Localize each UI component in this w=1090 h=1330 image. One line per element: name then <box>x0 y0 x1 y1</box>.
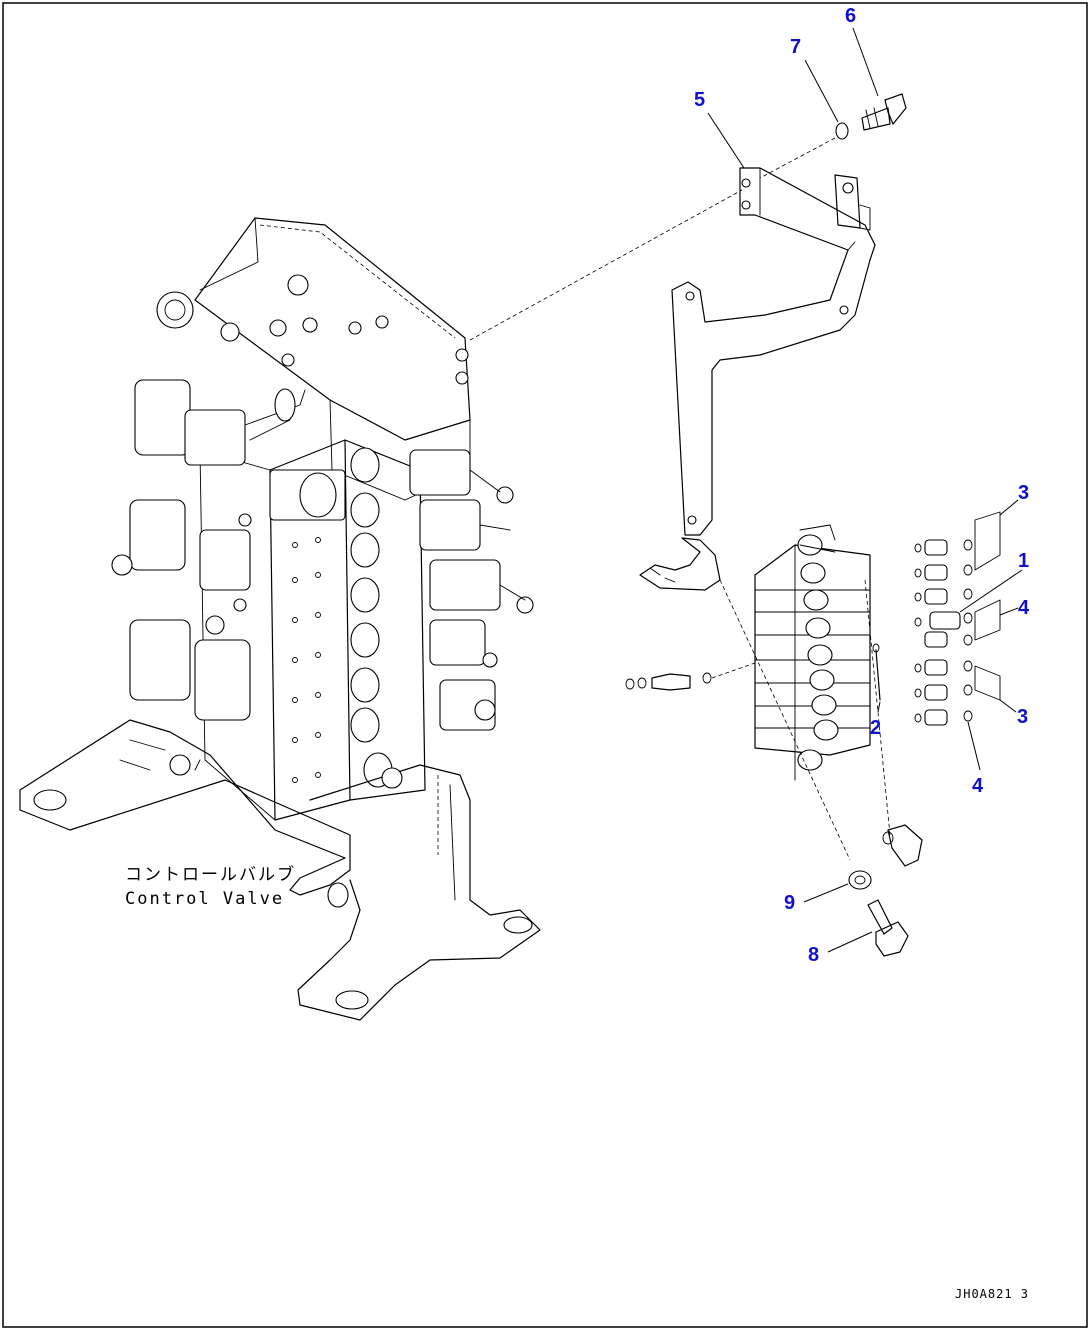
callout-3-upper[interactable]: 3 <box>999 482 1029 516</box>
svg-text:4: 4 <box>1018 597 1030 619</box>
svg-text:2: 2 <box>870 717 881 739</box>
assembly-line-valve <box>469 189 743 341</box>
callout-3-lower[interactable]: 3 <box>999 699 1028 728</box>
svg-text:8: 8 <box>808 944 819 966</box>
callout-4-upper[interactable]: 4 <box>999 597 1030 619</box>
solenoid-valve-block <box>625 524 923 867</box>
caption-jp: コントロールバルブ <box>125 864 296 885</box>
callout-5[interactable]: 5 <box>694 89 745 169</box>
connector-fittings <box>914 511 1001 726</box>
assembly-line-bolt <box>759 137 836 179</box>
callout-6[interactable]: 6 <box>845 5 879 97</box>
callout-1[interactable]: 1 <box>959 550 1029 613</box>
svg-text:9: 9 <box>784 892 795 914</box>
callout-4-lower[interactable]: 4 <box>967 721 984 797</box>
drawing-code: JH0A821 3 <box>955 1287 1029 1301</box>
washer-7-part <box>835 122 849 140</box>
caption-en: Control Valve <box>125 889 284 909</box>
svg-text:5: 5 <box>694 89 705 111</box>
svg-text:4: 4 <box>972 775 984 797</box>
control-valve-drawing <box>19 217 541 1021</box>
bolt-8-part <box>867 899 909 957</box>
bracket-part <box>639 167 876 591</box>
svg-text:3: 3 <box>1017 706 1028 728</box>
callout-8[interactable]: 8 <box>808 931 873 966</box>
svg-text:7: 7 <box>790 36 801 58</box>
callout-9[interactable]: 9 <box>784 883 849 914</box>
washer-9-part <box>848 870 872 890</box>
bolt-6-part <box>861 93 907 131</box>
svg-text:3: 3 <box>1018 482 1029 504</box>
svg-text:6: 6 <box>845 5 856 27</box>
callout-7[interactable]: 7 <box>790 36 839 123</box>
callout-2[interactable]: 2 <box>870 701 881 739</box>
svg-text:1: 1 <box>1018 550 1029 572</box>
